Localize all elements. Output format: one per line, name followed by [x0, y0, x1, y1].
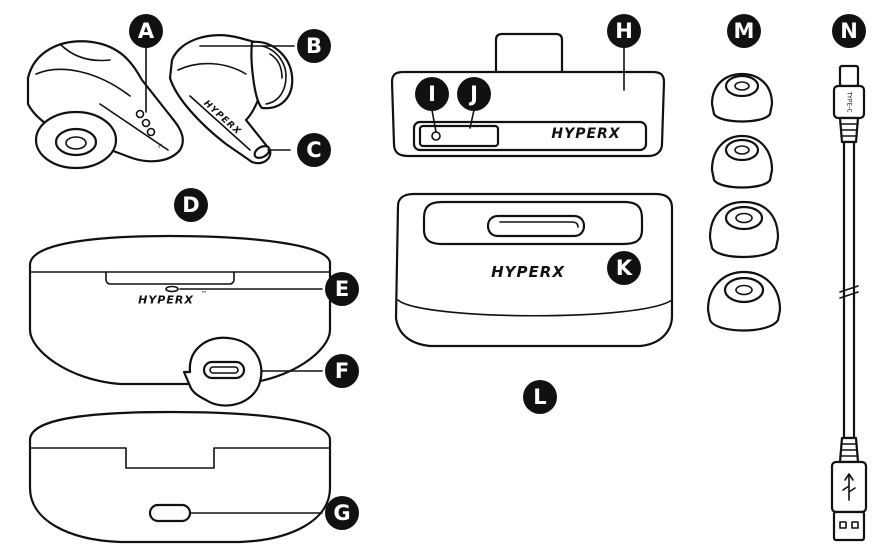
svg-text:G: G	[333, 501, 350, 525]
callout-k: K	[607, 251, 641, 285]
callout-l: L	[523, 380, 557, 414]
svg-text:M: M	[734, 19, 755, 43]
svg-text:C: C	[306, 138, 321, 162]
case-logo: HYPERX	[138, 294, 194, 307]
svg-text:A: A	[138, 19, 155, 43]
charging-case-top: HYPERX ™	[28, 234, 332, 407]
svg-text:J: J	[468, 82, 478, 106]
case-trademark: ™	[201, 291, 207, 298]
sensor-dot-2	[141, 118, 151, 128]
callout-n: N	[832, 14, 866, 48]
callout-f: F	[325, 354, 359, 388]
callout-j: J	[457, 77, 491, 111]
callout-a: A	[129, 14, 163, 48]
cable-plug-label: TYPE-C	[846, 90, 853, 112]
usb-cable: TYPE-C	[830, 64, 868, 542]
ear-tip-4	[706, 270, 782, 332]
svg-text:D: D	[182, 193, 199, 217]
callout-e: E	[325, 272, 359, 306]
charging-case-bottom	[28, 410, 332, 544]
left-earbud: L	[26, 40, 184, 170]
svg-text:I: I	[428, 82, 436, 106]
callout-h: H	[607, 14, 641, 48]
ear-tip-1	[710, 72, 774, 123]
usb-symbol-icon	[842, 473, 856, 501]
callout-b: B	[297, 29, 331, 63]
callout-c: C	[297, 133, 331, 167]
right-earbud: HYPERX	[168, 34, 294, 165]
sensor-dot-1	[135, 109, 145, 119]
ear-tip-2	[710, 134, 774, 189]
svg-text:H: H	[615, 19, 633, 43]
callout-d: D	[174, 188, 208, 222]
callout-i: I	[415, 77, 449, 111]
case-status-led	[165, 285, 179, 293]
svg-text:N: N	[840, 19, 858, 43]
charging-dock: HYPERX	[394, 192, 674, 348]
svg-text:E: E	[335, 277, 349, 301]
callout-g: G	[325, 496, 359, 530]
left-indicator: L	[156, 143, 164, 150]
ear-tip-3	[708, 200, 780, 258]
right-earbud-charge-contact	[253, 145, 271, 159]
svg-text:B: B	[306, 34, 322, 58]
svg-text:F: F	[335, 359, 349, 383]
svg-text:L: L	[533, 385, 546, 409]
case-bottom-port	[148, 503, 192, 523]
dock-logo: HYPERX	[491, 263, 565, 281]
svg-text:K: K	[616, 256, 633, 280]
callout-m: M	[727, 14, 761, 48]
dongle-logo: HYPERX	[551, 126, 620, 142]
sensor-dot-3	[146, 127, 156, 137]
